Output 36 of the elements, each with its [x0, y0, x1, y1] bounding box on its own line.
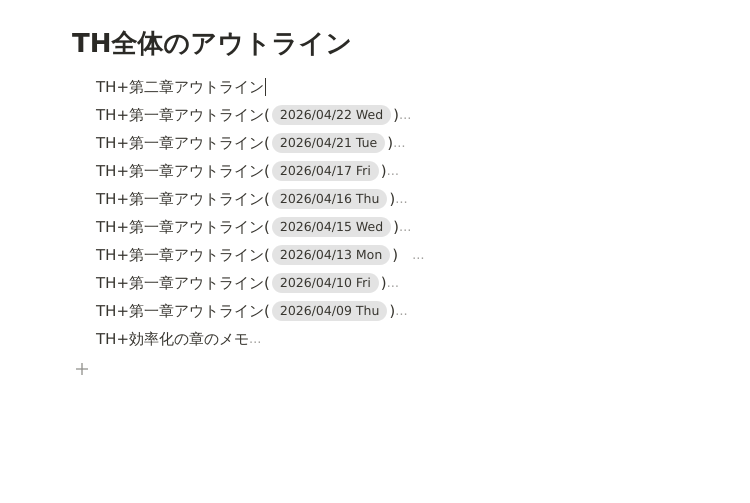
- bracket-text: ): [393, 106, 400, 124]
- date-chip: 2026/04/21 Tue: [272, 133, 386, 153]
- ellipsis: ...: [412, 248, 425, 262]
- page-link-text: TH+第一章アウトライン(: [96, 190, 270, 208]
- ellipsis: ...: [393, 136, 406, 150]
- page-link-text: TH+第一章アウトライン(: [96, 274, 270, 292]
- bracket-text: ): [393, 218, 400, 236]
- date-chip: 2026/04/15 Wed: [272, 217, 392, 237]
- page-link-text: TH+第一章アウトライン(: [96, 106, 270, 124]
- page-link-text: TH+第二章アウトライン: [96, 78, 264, 96]
- bracket-text: ): [380, 162, 387, 180]
- date-chip: 2026/04/09 Thu: [272, 301, 388, 321]
- ellipsis: ...: [395, 192, 408, 206]
- bracket-text: ): [387, 134, 394, 152]
- ellipsis: ...: [395, 304, 408, 318]
- date-chip: 2026/04/17 Fri: [272, 161, 379, 181]
- ellipsis: ...: [386, 164, 400, 178]
- page-link-text: TH+第一章アウトライン(: [96, 302, 270, 320]
- date-chip: 2026/04/10 Fri: [272, 273, 379, 293]
- ellipsis: ...: [386, 276, 400, 290]
- ellipsis: ...: [249, 332, 262, 346]
- ellipsis: ...: [399, 108, 412, 122]
- page-link-text: TH+第一章アウトライン(: [96, 162, 270, 180]
- bracket-text: ): [389, 302, 396, 320]
- date-chip: 2026/04/22 Wed: [272, 105, 392, 125]
- page-title: TH全体のアウトライン: [72, 28, 352, 61]
- ellipsis: ...: [399, 220, 412, 234]
- page-link-text: TH+効率化の章のメモ: [96, 330, 250, 348]
- bracket-text: ): [392, 246, 398, 264]
- page-link-text: TH+第一章アウトライン(: [96, 134, 270, 152]
- page-link-text: TH+第一章アウトライン(: [96, 246, 270, 264]
- page-link-text: TH+第一章アウトライン(: [96, 218, 270, 236]
- bracket-text: ): [389, 190, 396, 208]
- date-chip: 2026/04/16 Thu: [272, 189, 388, 209]
- bracket-text: ): [380, 274, 387, 292]
- date-chip: 2026/04/13 Mon: [272, 245, 390, 265]
